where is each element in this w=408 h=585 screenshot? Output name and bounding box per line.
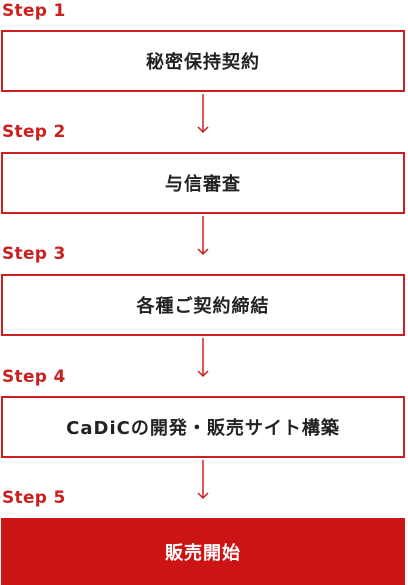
down-arrow-icon: [197, 460, 209, 500]
step-5-text: 販売開始: [165, 542, 241, 564]
step-2-text: 与信審査: [165, 174, 241, 195]
step-1-text: 秘密保持契約: [146, 52, 260, 73]
step-3-label: Step 3: [2, 244, 66, 264]
step-4-label: Step 4: [2, 367, 66, 387]
down-arrow-icon: [197, 94, 209, 134]
step-3-text: 各種ご契約締結: [136, 296, 270, 317]
step-2-box: 与信審査: [1, 152, 405, 214]
step-1-label: Step 1: [2, 1, 66, 21]
step-3-box: 各種ご契約締結: [1, 274, 405, 336]
step-1-box: 秘密保持契約: [1, 30, 405, 92]
step-4-box: CaDiCの開発・販売サイト構築: [1, 396, 405, 458]
step-5-box: 販売開始: [1, 518, 405, 585]
step-4-text: CaDiCの開発・販売サイト構築: [66, 418, 340, 439]
step-2-label: Step 2: [2, 122, 66, 142]
down-arrow-icon: [197, 338, 209, 378]
down-arrow-icon: [197, 216, 209, 256]
step-5-label: Step 5: [2, 488, 66, 508]
